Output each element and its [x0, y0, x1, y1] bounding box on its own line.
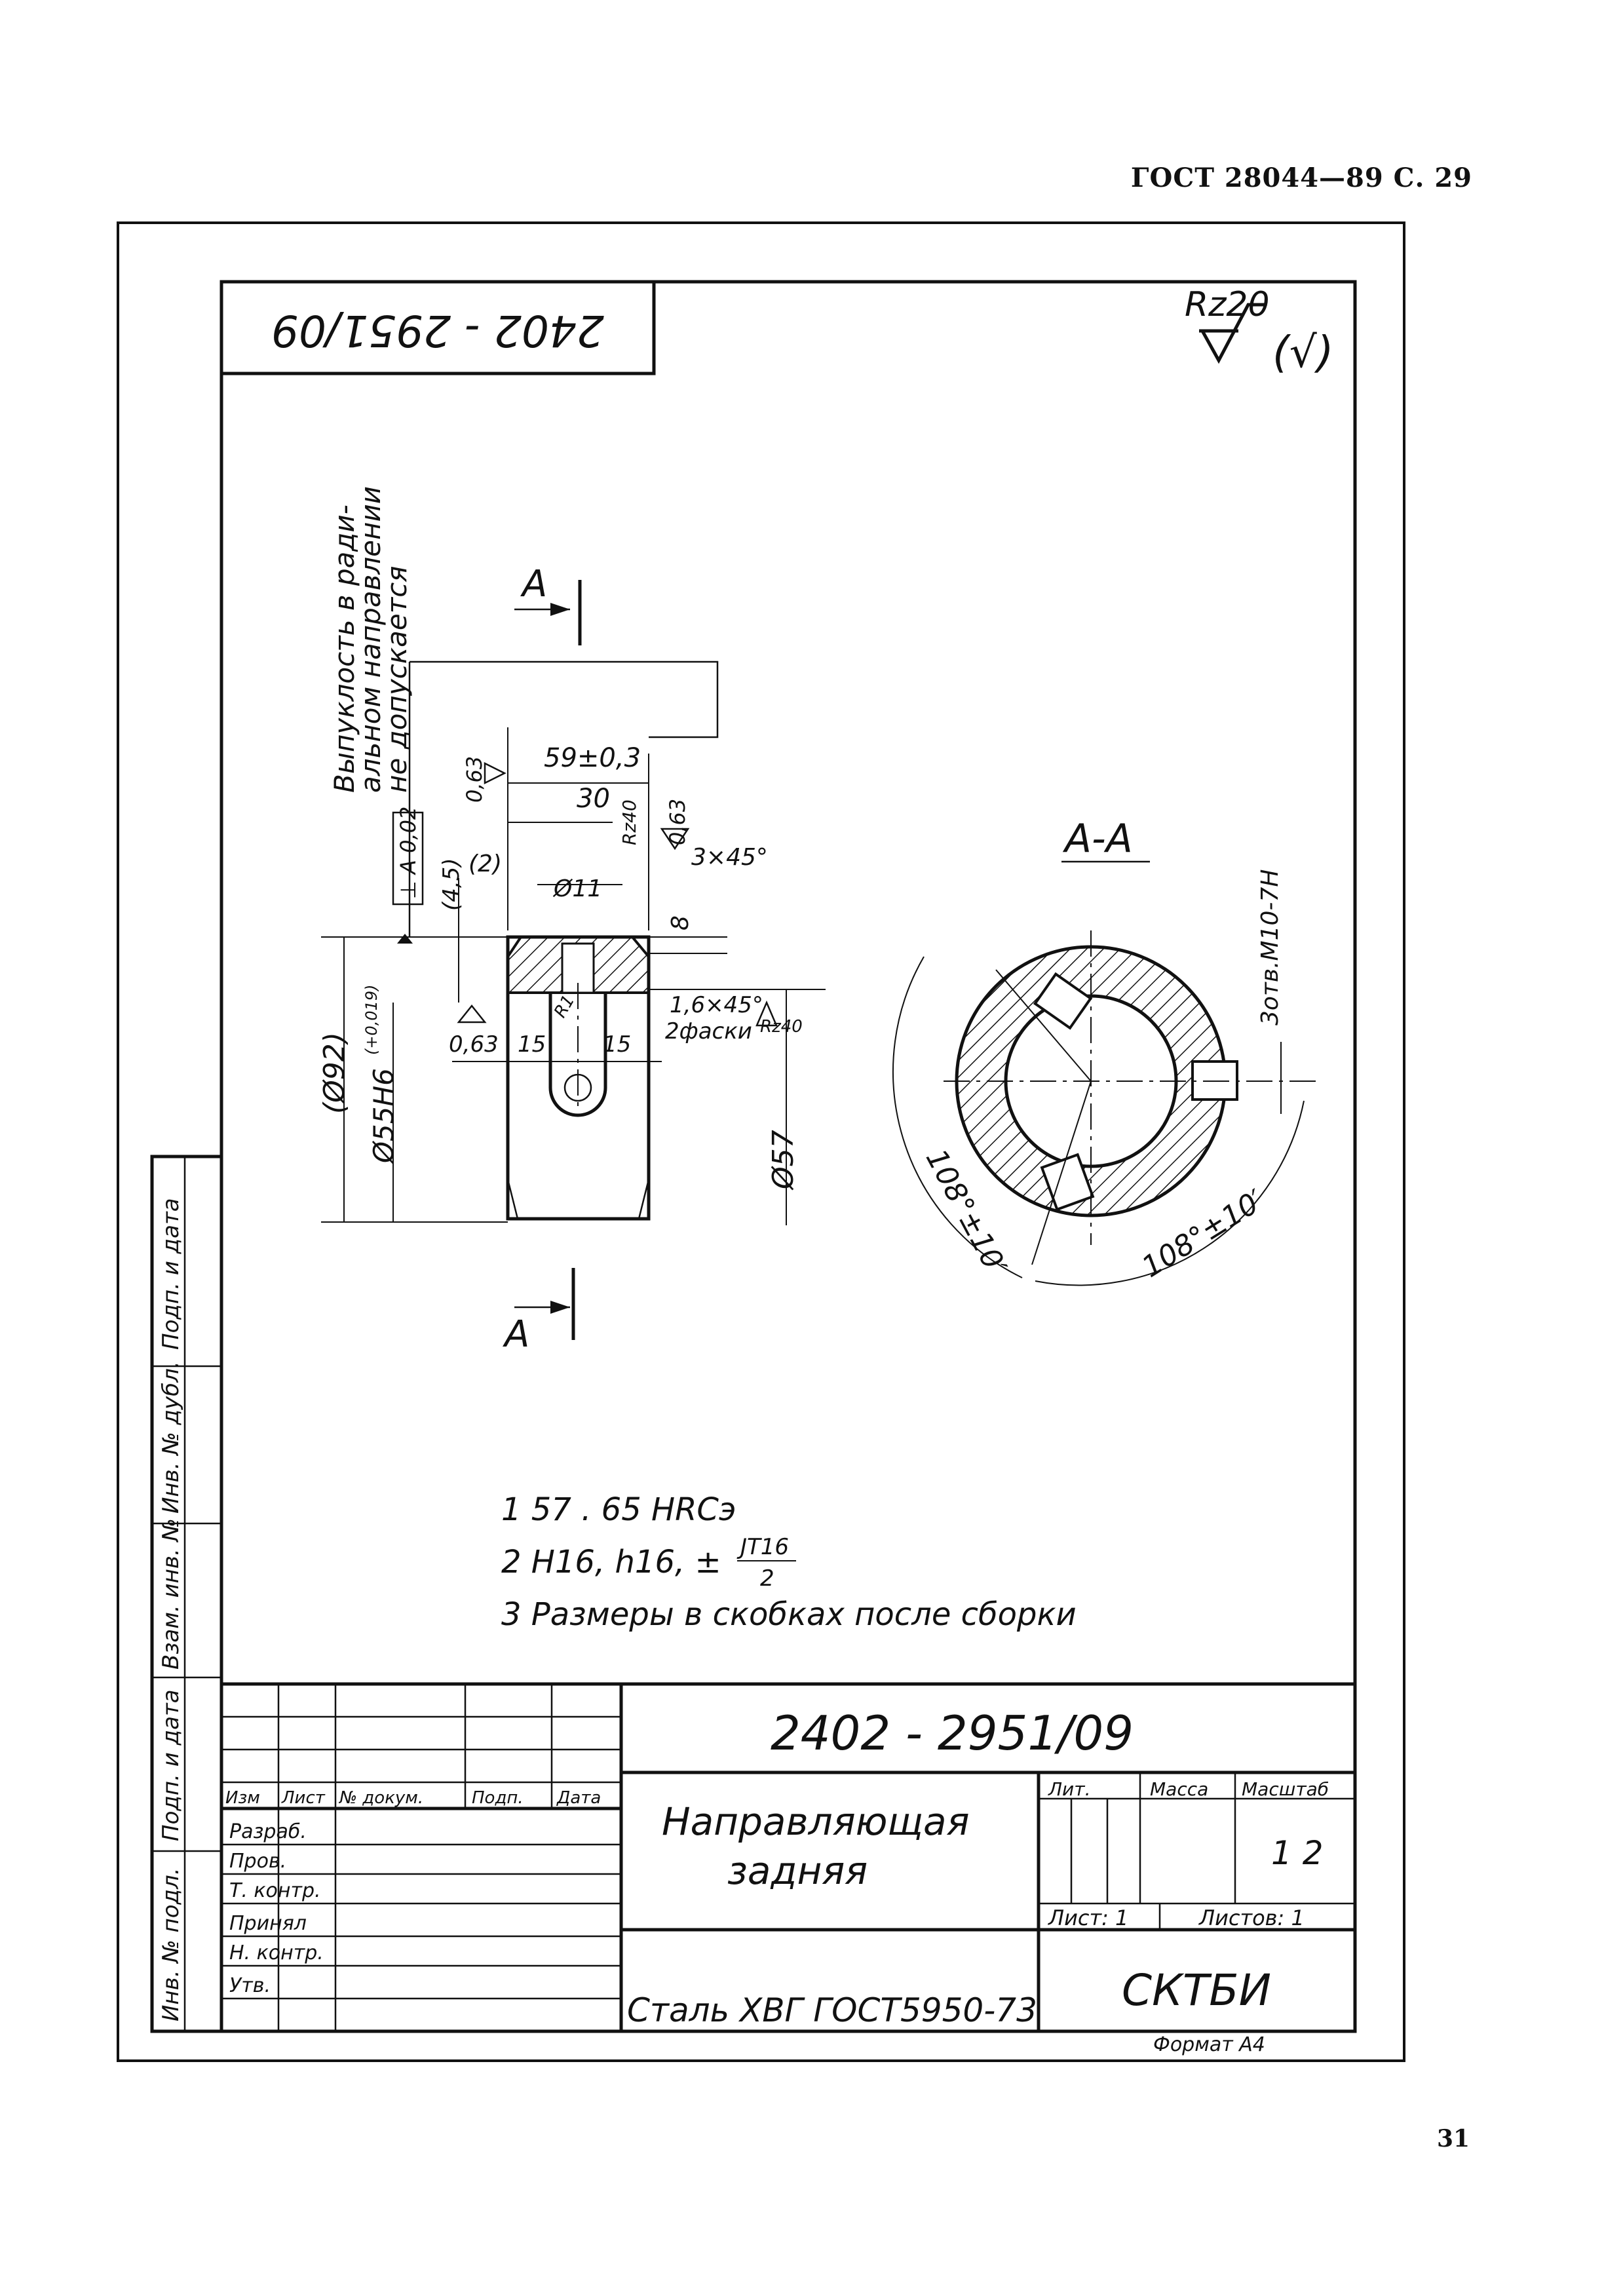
part-side-view — [408, 660, 719, 1221]
page-header: ГОСТ 28044—89 С. 29 — [1130, 163, 1472, 193]
dim-d55: Ø55H6 — [368, 1068, 400, 1164]
title-designation: 2402 - 2951/09 — [771, 1706, 1134, 1761]
dim-59: 59±0,3 — [544, 743, 641, 773]
roughness-general-suffix: (√) — [1272, 327, 1334, 377]
dim-d57: Ø57 — [767, 1130, 800, 1191]
side-strip — [150, 1155, 223, 2033]
roughness-rz40-right: Rz40 — [760, 1017, 803, 1037]
note-convexity-3: не допускается — [381, 565, 413, 793]
dim-thread-holes: 3отв.M10-7H — [1257, 870, 1284, 1025]
col-header-date: Дата — [556, 1788, 601, 1808]
roughness-triangle-icon-2 — [660, 828, 690, 851]
title-scale-value: 1 2 — [1271, 1834, 1324, 1872]
dim-15-right: 15 — [603, 1031, 631, 1058]
roughness-063-top-right: 0,63 — [665, 799, 690, 845]
roughness-triangle-icon-4 — [755, 1000, 778, 1027]
side-strip-repl-inv: Взам. инв. № — [158, 1518, 184, 1670]
note-convexity-2: альном направлении — [354, 486, 387, 793]
note-1: 1 57 . 65 HRCэ — [501, 1491, 736, 1528]
col-header-rev: Изм — [225, 1788, 260, 1808]
dim-d55-tolerance: (+0,019) — [362, 984, 381, 1055]
dim-30: 30 — [577, 784, 610, 814]
roughness-triangle-icon-3 — [457, 1004, 487, 1024]
dim-4-5: (4,5) — [438, 858, 465, 911]
note-2-fraction-den: 2 — [760, 1565, 774, 1592]
dim-chamfer-3x45: 3×45° — [691, 844, 768, 871]
tolerance-frame: ⊥ A 0,02 — [392, 807, 424, 906]
tolerance-frame-text: ⊥ A 0,02 — [396, 807, 421, 899]
title-sheet-label: Лист: 1 — [1048, 1905, 1128, 1930]
title-org: СКТБИ — [1122, 1965, 1271, 2016]
section-title: А-А — [1062, 816, 1133, 862]
dim-d92: (Ø92) — [318, 1032, 351, 1114]
side-strip-sign-date-2: Подп. и дата — [158, 1689, 184, 1841]
title-sheets-label: Листов: 1 — [1198, 1905, 1305, 1930]
note-2: 2 H16, h16, ± — [501, 1544, 721, 1580]
roughness-rz40-top: Rz40 — [619, 799, 640, 845]
section-view — [892, 930, 1317, 1286]
dim-15-left: 15 — [518, 1031, 546, 1058]
roughness-063-bottom: 0,63 — [449, 1031, 499, 1058]
title-format: Формат А4 — [1153, 2033, 1265, 2056]
col-header-sheet: Лист — [281, 1788, 326, 1808]
title-material: Сталь ХВГ ГОСТ5950-73 — [627, 1991, 1037, 2029]
section-mark-bottom: А — [503, 1313, 529, 1356]
note-2-fraction-num: JT16 — [736, 1534, 789, 1560]
note-3: 3 Размеры в скобках после сборки — [501, 1596, 1077, 1633]
section-mark-top: А — [520, 563, 547, 605]
title-name-line-2: задняя — [727, 1848, 868, 1893]
title-name-line-1: Направляющая — [662, 1799, 969, 1844]
col-header-sign: Подп. — [472, 1788, 524, 1808]
role-accepted: Принял — [229, 1912, 307, 1935]
dim-chamfers-2: 2фаски — [665, 1018, 752, 1044]
side-strip-orig-inv: Инв. № подл. — [158, 1867, 184, 2021]
stamp-designation: 2402 - 2951/09 — [271, 305, 604, 356]
title-block — [221, 1682, 1355, 2031]
dim-d11: Ø11 — [552, 875, 602, 902]
role-norm-control: Н. контр. — [229, 1942, 324, 1964]
page-number: 31 — [1437, 2125, 1470, 2152]
outer-frame — [117, 221, 1405, 2062]
role-designed: Разраб. — [229, 1820, 307, 1843]
note-convexity-1: Выпуклость в ради- — [328, 505, 360, 793]
role-tech-control: Т. контр. — [229, 1879, 321, 1902]
role-approved: Утв. — [229, 1974, 271, 1997]
role-checked: Пров. — [229, 1850, 286, 1873]
roughness-063-top-left: 0,63 — [462, 756, 487, 803]
dim-r1: R1 — [550, 992, 579, 1022]
dim-8: 8 — [667, 915, 694, 930]
title-lit-label: Лит. — [1048, 1778, 1090, 1800]
dim-2: (2) — [468, 851, 502, 877]
roughness-triangle-icon — [484, 761, 506, 785]
stamp-box — [220, 280, 656, 375]
title-scale-label: Масштаб — [1242, 1778, 1329, 1800]
title-mass-label: Масса — [1150, 1778, 1208, 1800]
col-header-doc: № докум. — [338, 1788, 423, 1808]
dim-chamfer-16: 1,6×45° — [670, 992, 763, 1018]
side-strip-dup-inv: Инв. № дубл. — [158, 1361, 184, 1514]
side-strip-sign-date-1: Подп. и дата — [158, 1198, 184, 1350]
